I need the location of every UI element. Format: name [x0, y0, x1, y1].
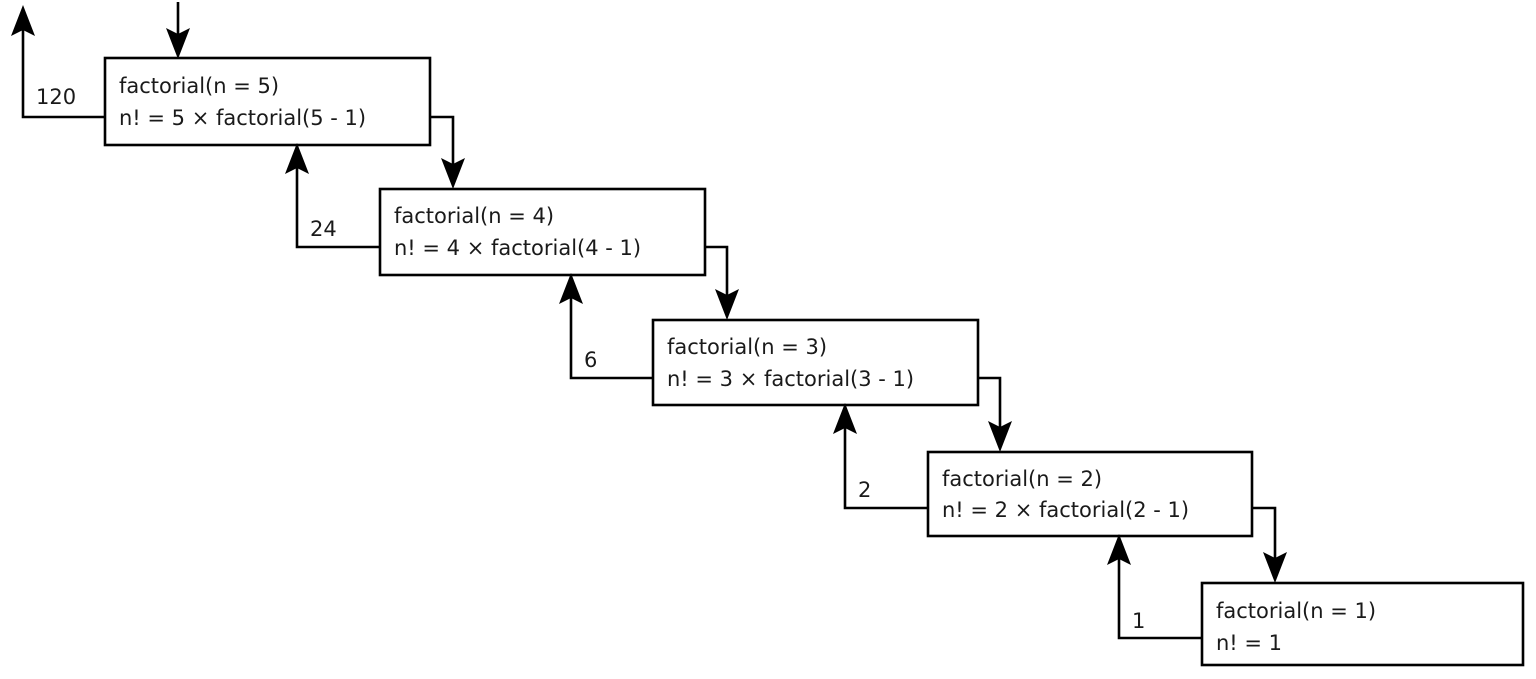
frame-n4-line1: factorial(n = 4)	[394, 204, 554, 228]
call-arrow-n3-to-n2	[978, 376, 1012, 452]
return-arrow-n2-to-n3	[833, 403, 928, 510]
return-arrow-n4-to-n5	[285, 143, 380, 249]
frame-n1[interactable]: factorial(n = 1) n! = 1	[1200, 581, 1525, 667]
call-arrow-n5-to-n4	[430, 115, 465, 189]
return-label-6: 6	[584, 348, 597, 372]
frame-n1-line1: factorial(n = 1)	[1216, 599, 1376, 623]
frame-n3-line2: n! = 3 × factorial(3 - 1)	[667, 367, 914, 391]
return-label-2: 2	[858, 478, 871, 502]
frame-n3-box[interactable]	[651, 318, 980, 407]
frame-n5-box[interactable]	[103, 56, 432, 147]
frame-n1-line2: n! = 1	[1216, 631, 1282, 655]
frame-n2-line2: n! = 2 × factorial(2 - 1)	[942, 498, 1189, 522]
return-arrow-n1-to-n2	[1107, 534, 1202, 640]
frame-n2-box[interactable]	[926, 450, 1254, 538]
frame-n2-line1: factorial(n = 2)	[942, 467, 1102, 491]
frame-n3-line1: factorial(n = 3)	[667, 335, 827, 359]
final-return-arrow	[11, 5, 105, 119]
frame-n3[interactable]: factorial(n = 3) n! = 3 × factorial(3 - …	[651, 318, 980, 407]
frame-n4-line2: n! = 4 × factorial(4 - 1)	[394, 236, 641, 260]
frame-n5-line2: n! = 5 × factorial(5 - 1)	[119, 106, 366, 130]
frame-n1-box[interactable]	[1200, 581, 1525, 667]
return-label-24: 24	[310, 217, 337, 241]
initial-call-arrow	[166, 2, 190, 59]
frame-n4-box[interactable]	[378, 187, 707, 277]
frame-n2[interactable]: factorial(n = 2) n! = 2 × factorial(2 - …	[926, 450, 1254, 538]
frame-n5[interactable]: factorial(n = 5) n! = 5 × factorial(5 - …	[103, 56, 432, 147]
return-arrow-n3-to-n4	[559, 273, 653, 380]
return-label-120: 120	[36, 85, 76, 109]
frame-n4[interactable]: factorial(n = 4) n! = 4 × factorial(4 - …	[378, 187, 707, 277]
call-arrow-n4-to-n3	[705, 245, 739, 320]
frame-n5-line1: factorial(n = 5)	[119, 74, 279, 98]
call-arrow-n2-to-n1	[1252, 506, 1287, 583]
return-label-1: 1	[1132, 609, 1145, 633]
